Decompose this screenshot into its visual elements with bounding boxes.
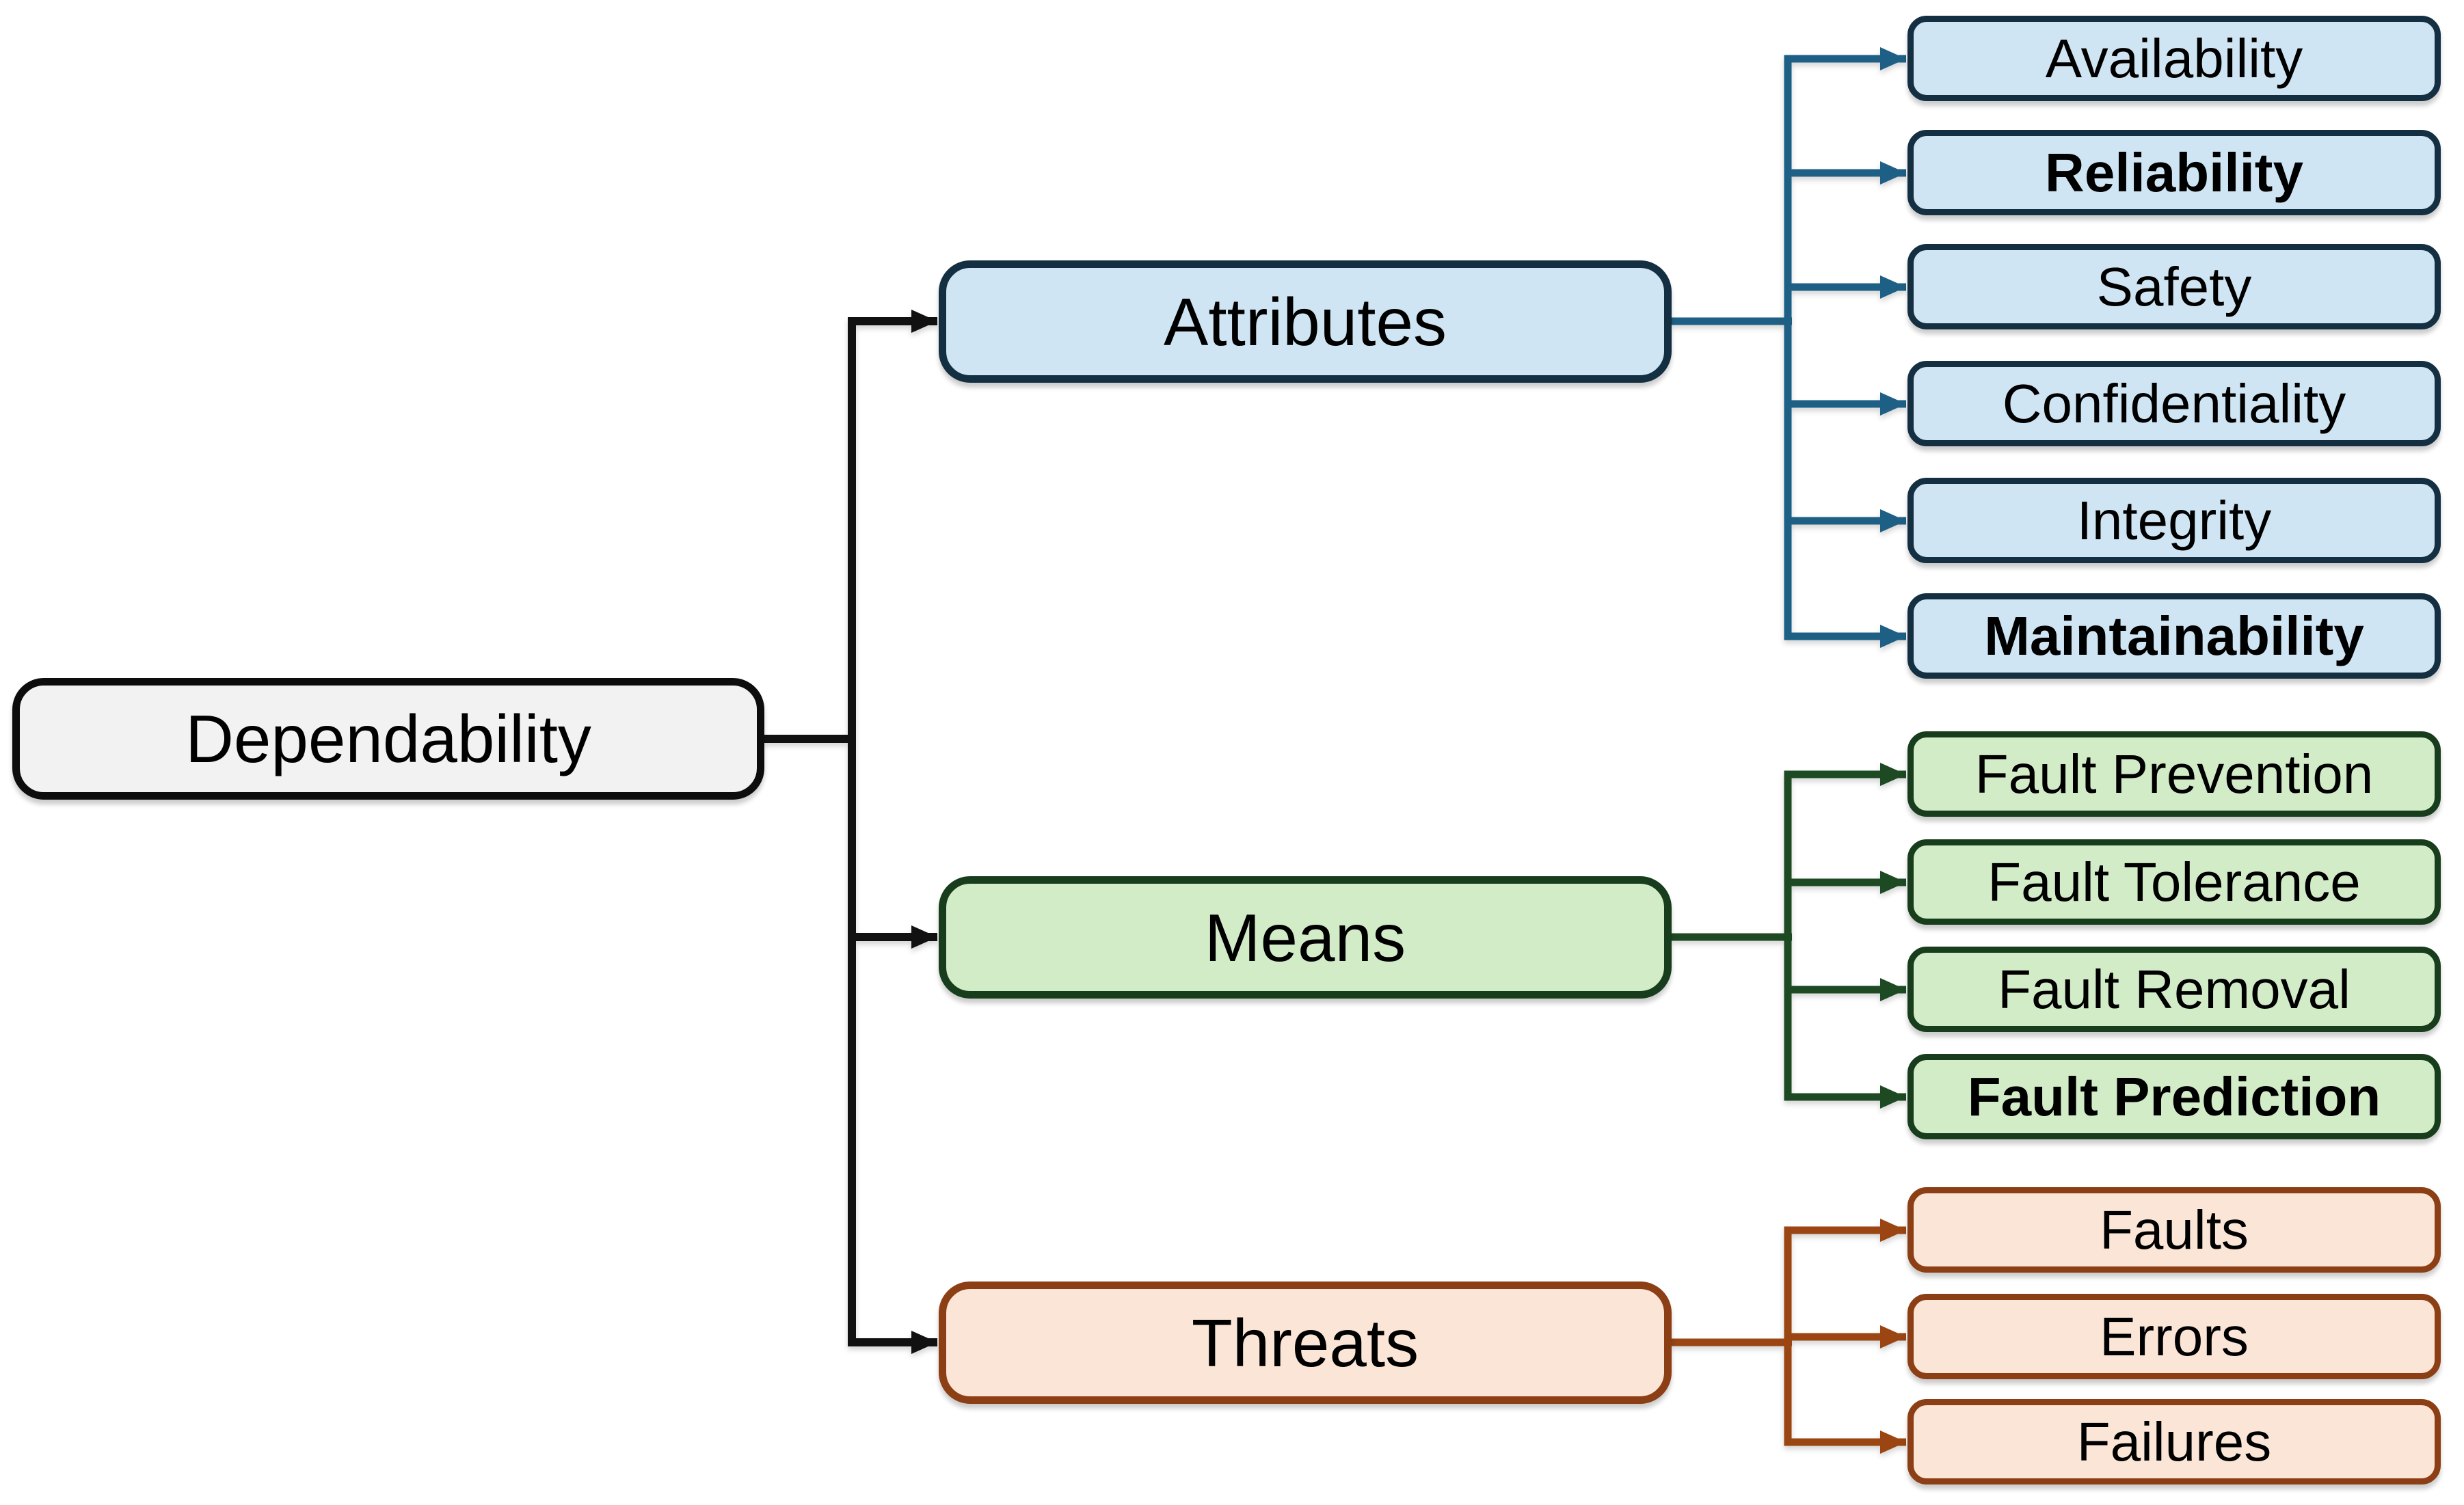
node-means: Means xyxy=(939,876,1672,999)
node-fault-prediction: Fault Prediction xyxy=(1907,1054,2441,1139)
node-attributes: Attributes xyxy=(939,260,1672,383)
threats-connector xyxy=(1672,1219,1906,1454)
means-connector xyxy=(1672,763,1906,1109)
attributes-connector xyxy=(1672,47,1906,648)
node-availability: Availability xyxy=(1907,16,2441,101)
node-faults: Faults xyxy=(1907,1187,2441,1273)
node-fault-tolerance: Fault Tolerance xyxy=(1907,839,2441,925)
node-fault-removal: Fault Removal xyxy=(1907,947,2441,1032)
node-fault-prevention: Fault Prevention xyxy=(1907,731,2441,817)
node-errors: Errors xyxy=(1907,1294,2441,1379)
node-reliability: Reliability xyxy=(1907,130,2441,215)
node-failures: Failures xyxy=(1907,1399,2441,1484)
node-integrity: Integrity xyxy=(1907,478,2441,563)
node-dependability: Dependability xyxy=(12,678,764,800)
node-threats: Threats xyxy=(939,1282,1672,1404)
node-maintainability: Maintainability xyxy=(1907,593,2441,679)
node-safety: Safety xyxy=(1907,244,2441,329)
trunk-connector xyxy=(764,310,937,1354)
node-confidentiality: Confidentiality xyxy=(1907,361,2441,446)
